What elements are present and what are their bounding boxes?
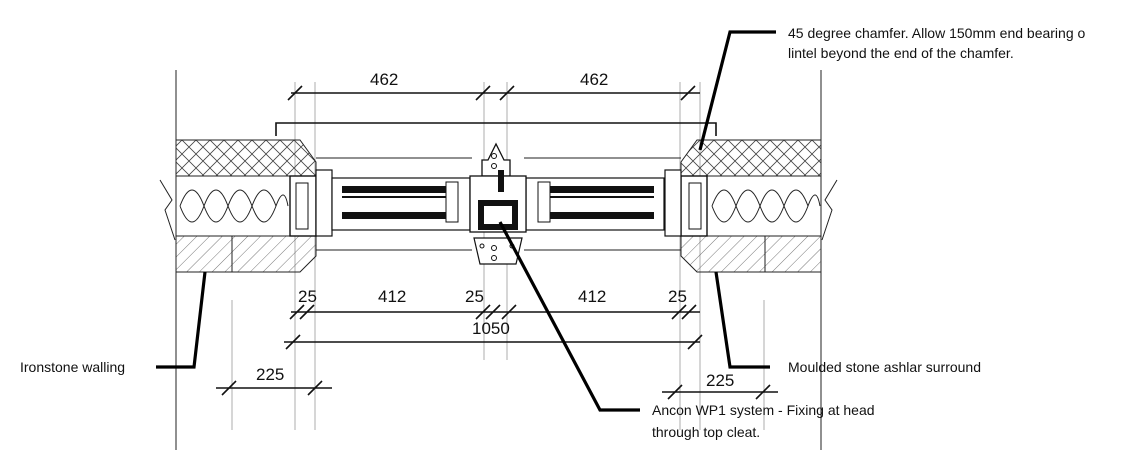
sash-right [525, 177, 665, 231]
leader-chamfer [698, 30, 776, 151]
dim-pane-right-label: 412 [578, 287, 606, 306]
note-ironstone: Ironstone walling [20, 359, 125, 375]
dim-top-left-label: 462 [370, 70, 398, 89]
dim-pane-left-label: 412 [378, 287, 406, 306]
central-mullion [469, 142, 527, 265]
dim-frame-mid-label: 25 [465, 287, 484, 306]
lintel-outline [275, 122, 717, 136]
sash-left [331, 177, 471, 231]
note-ashlar: Moulded stone ashlar surround [788, 359, 981, 375]
leader-ashlar [714, 271, 770, 369]
dim-reveal-right-label: 225 [706, 371, 734, 390]
dim-top-right-label: 462 [580, 70, 608, 89]
dim-overall-label: 1050 [472, 319, 510, 338]
dim-reveal-left-label: 225 [256, 365, 284, 384]
note-chamfer-line2: lintel beyond the end of the chamfer. [788, 45, 1014, 61]
dim-reveal-right-line [662, 384, 778, 400]
dim-frame-right-label: 25 [668, 287, 687, 306]
dim-top-line [287, 85, 700, 101]
window-frame-left [289, 157, 472, 251]
leader-ancon [498, 221, 640, 412]
note-ancon-line2: through top cleat. [652, 424, 760, 440]
dim-frame-left-label: 25 [298, 287, 317, 306]
dim-reveal-left-line [216, 380, 332, 396]
note-chamfer-line1: 45 degree chamfer. Allow 150mm end beari… [788, 25, 1086, 41]
right-wall-section [680, 139, 838, 273]
note-ancon-line1: Ancon WP1 system - Fixing at head [652, 402, 875, 418]
dim-sub-line [289, 304, 700, 320]
dim-overall-line [284, 334, 703, 350]
leader-ironstone [156, 271, 207, 369]
window-frame-right [524, 157, 708, 251]
